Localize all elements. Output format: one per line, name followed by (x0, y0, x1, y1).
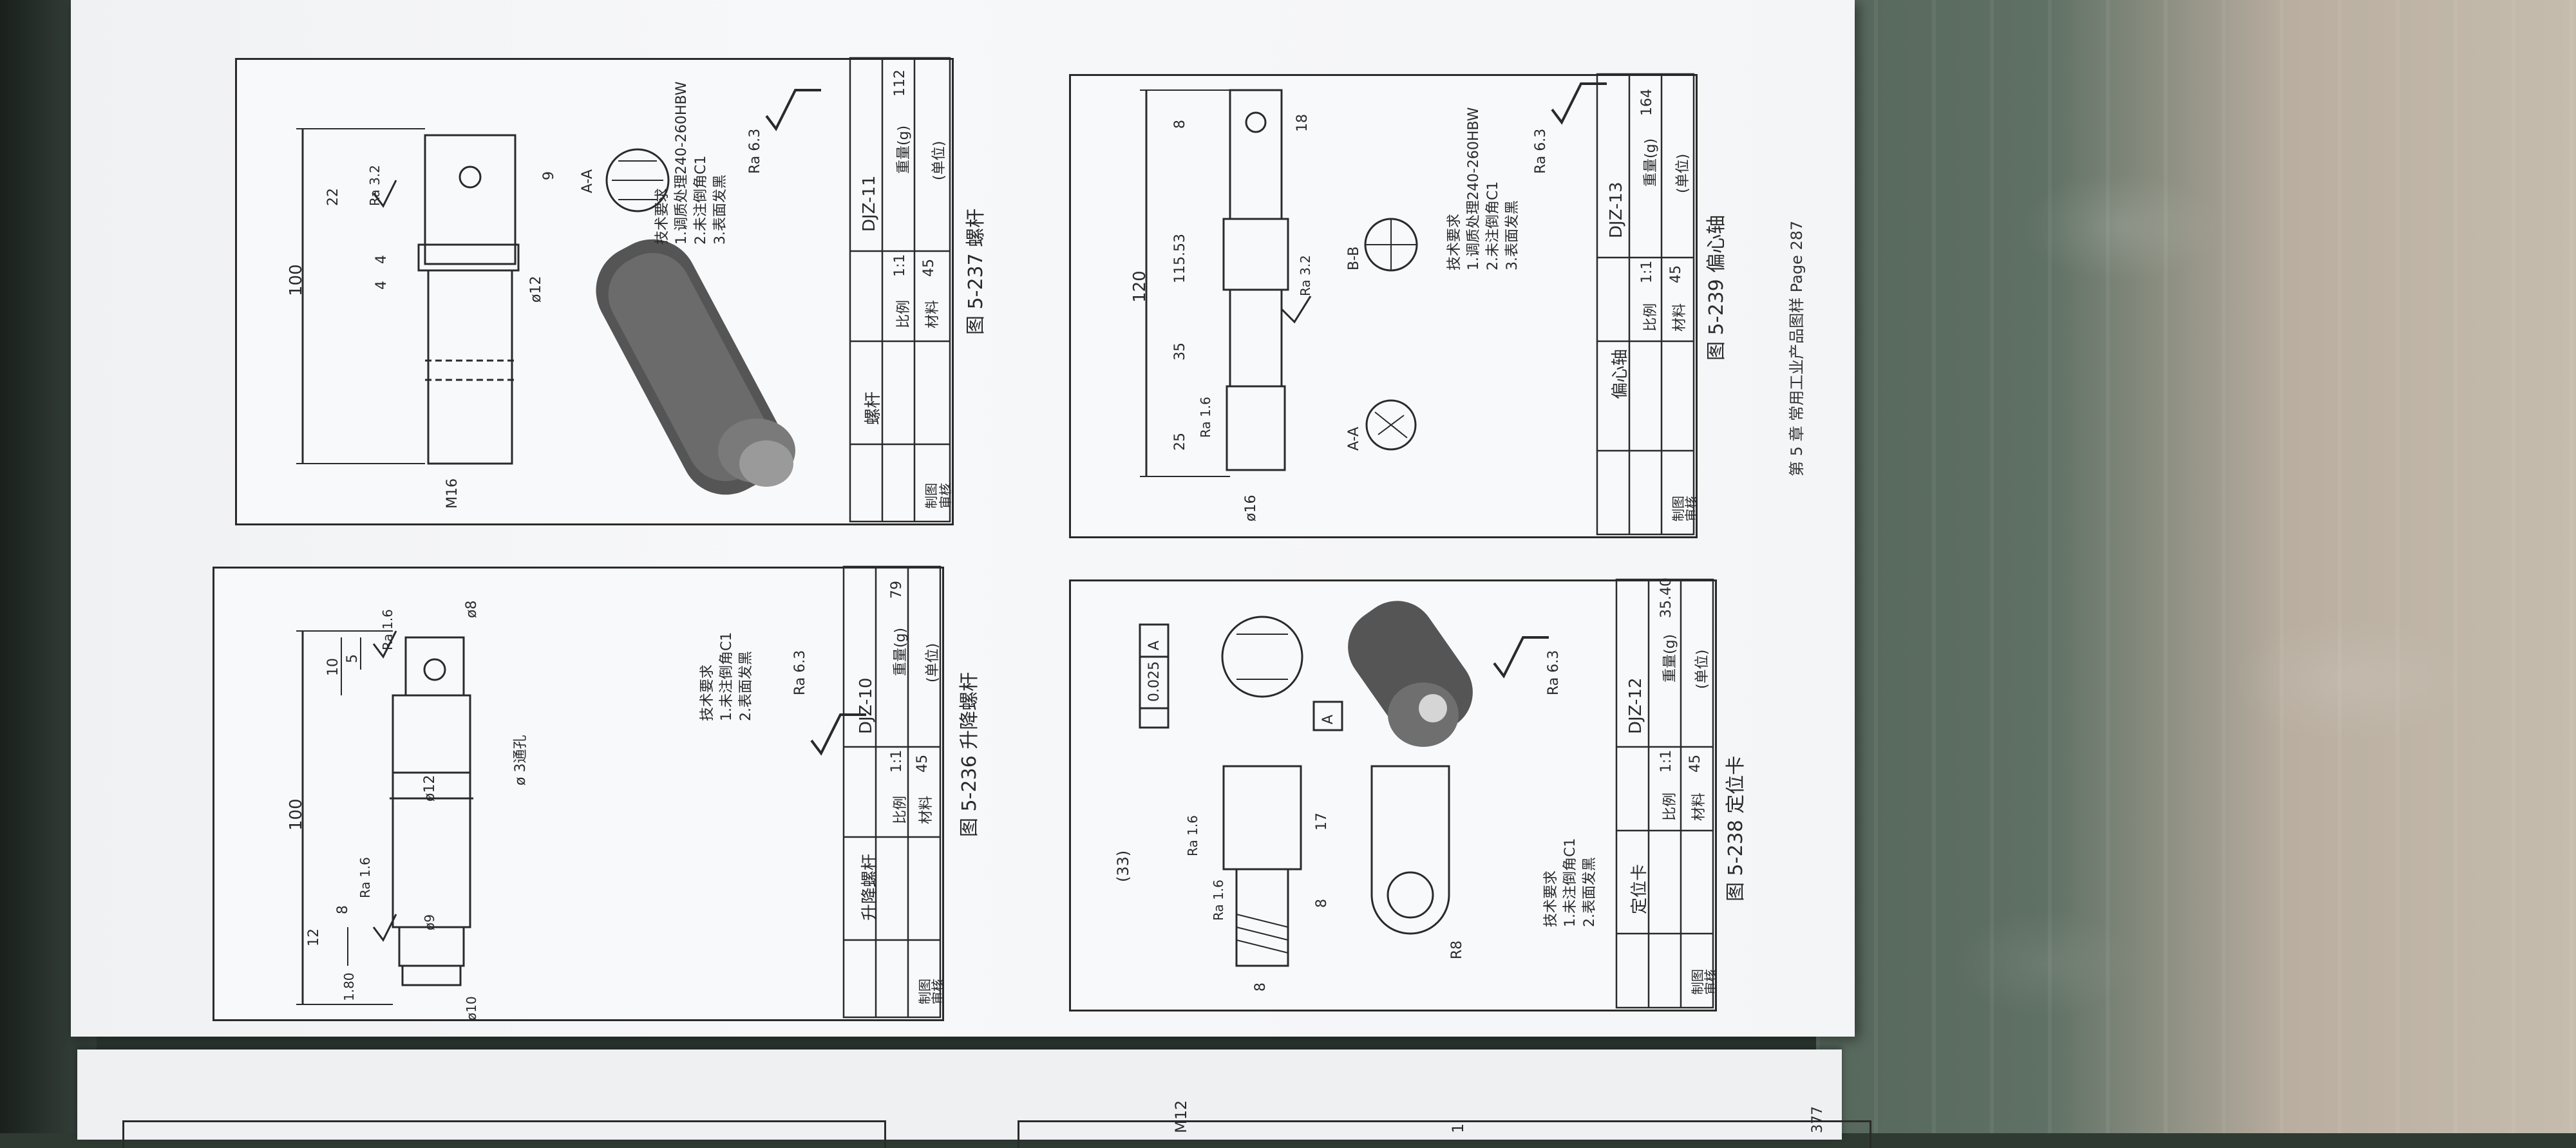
material-label: 材料 (1672, 303, 1688, 332)
dimension: 115.53 (1172, 234, 1188, 283)
surface-roughness: Ra 6.3 (1533, 128, 1549, 174)
dimension: 35 (1172, 343, 1188, 361)
unit-label: (单位) (1675, 153, 1691, 193)
material-value: 45 (1668, 265, 1684, 283)
drawing-sheet-5-239 (1069, 74, 1698, 538)
section-label: B-B (1346, 246, 1362, 270)
next-book-page (77, 1049, 1842, 1140)
fabric-background (1816, 0, 2576, 1133)
tech-requirement: 3.表面发黑 (1504, 200, 1520, 270)
tech-requirement: 1.调质处理240-260HBW (1466, 107, 1482, 270)
tech-requirements-title: 技术要求 (1446, 213, 1463, 270)
drawing-number: DJZ-13 (1607, 182, 1626, 238)
dimension: ø16 (1243, 494, 1259, 522)
drawing-sheet-5-236 (213, 567, 944, 1021)
section-label: A-A (1346, 426, 1362, 451)
dimension: 25 (1172, 433, 1188, 451)
dimension: 18 (1294, 114, 1311, 132)
roughness-callout: Ra 3.2 (1298, 255, 1313, 296)
figure-caption: 图 5-239 偏心轴 (1705, 214, 1728, 361)
scale-label: 比例 (1643, 303, 1659, 332)
scale-value: 1:1 (1639, 260, 1655, 283)
dimension: 8 (1172, 120, 1188, 129)
running-head: 第 5 章 常用工业产品图样 Page 287 (1788, 220, 1806, 476)
weight-value: 164 (1639, 89, 1655, 116)
roughness-callout: Ra 1.6 (1198, 397, 1213, 438)
dimension: 120 (1130, 270, 1150, 303)
drawing-sheet-5-237 (235, 58, 954, 525)
checked-label: 审核 (1683, 496, 1699, 522)
tech-requirement: 2.未注倒角C1 (1485, 181, 1501, 270)
part-name: 偏心轴 (1611, 348, 1630, 399)
weight-label: 重量(g) (1643, 138, 1659, 187)
